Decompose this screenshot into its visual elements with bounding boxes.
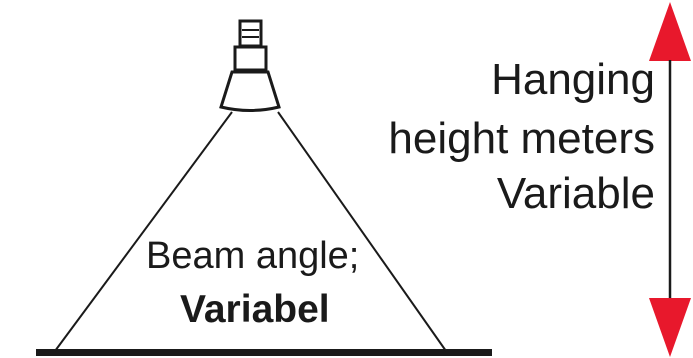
- lamp-socket: [238, 19, 263, 48]
- floor-line: [36, 349, 492, 356]
- lamp-reflector: [219, 70, 281, 112]
- height-arrow-icon: [649, 2, 691, 357]
- hanging-height-label-line1: Hanging: [491, 55, 655, 104]
- lamp-neck: [233, 45, 268, 72]
- hanging-height-label-line2: height meters: [388, 114, 655, 163]
- beam-angle-value: Variabel: [180, 288, 330, 331]
- beam-right-edge: [277, 111, 447, 352]
- arrow-head-down: [649, 298, 691, 357]
- beam-left-edge: [54, 111, 233, 352]
- hanging-height-value: Variable: [496, 169, 655, 218]
- arrow-head-up: [649, 2, 691, 61]
- beam-angle-label: Beam angle;: [146, 235, 360, 277]
- lamp-icon: [219, 19, 281, 112]
